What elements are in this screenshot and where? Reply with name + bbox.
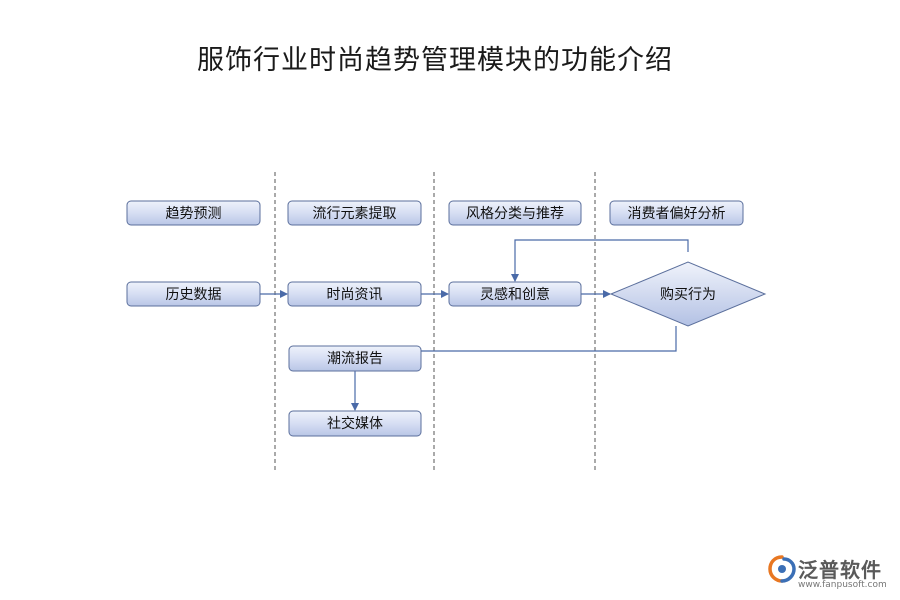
node-element-extraction: 流行元素提取 (287, 200, 422, 226)
node-style-recommend: 风格分类与推荐 (448, 200, 582, 226)
node-consumer-pref: 消费者偏好分析 (609, 200, 744, 226)
connector-purchase-to-inspiration (511, 239, 689, 282)
node-social-media: 社交媒体 (288, 410, 422, 437)
node-purchase-decision: 购买行为 (609, 261, 767, 327)
logo-name: 泛普软件 (798, 558, 882, 582)
node-label: 消费者偏好分析 (628, 206, 726, 222)
connector-purchase-to-report (421, 326, 677, 352)
node-trend-forecast: 趋势预测 (126, 200, 261, 226)
node-fashion-news: 时尚资讯 (287, 281, 422, 307)
node-label: 历史数据 (166, 287, 222, 303)
node-history-data: 历史数据 (126, 281, 261, 307)
node-label: 灵感和创意 (480, 286, 550, 303)
node-label: 潮流报告 (327, 351, 383, 367)
node-inspiration: 灵感和创意 (448, 281, 582, 307)
node-label: 购买行为 (660, 287, 716, 303)
fanpu-logo-icon (768, 555, 796, 583)
brand-logo: 泛普软件 www.fanpusoft.com (768, 553, 898, 597)
node-trend-report: 潮流报告 (288, 345, 422, 372)
diagram-title: 服饰行业时尚趋势管理模块的功能介绍 (197, 45, 673, 76)
node-label: 趋势预测 (166, 206, 222, 222)
logo-url: www.fanpusoft.com (798, 580, 887, 590)
node-label: 风格分类与推荐 (466, 206, 564, 222)
node-label: 流行元素提取 (313, 206, 397, 222)
node-label: 时尚资讯 (327, 287, 383, 303)
node-label: 社交媒体 (327, 415, 383, 432)
